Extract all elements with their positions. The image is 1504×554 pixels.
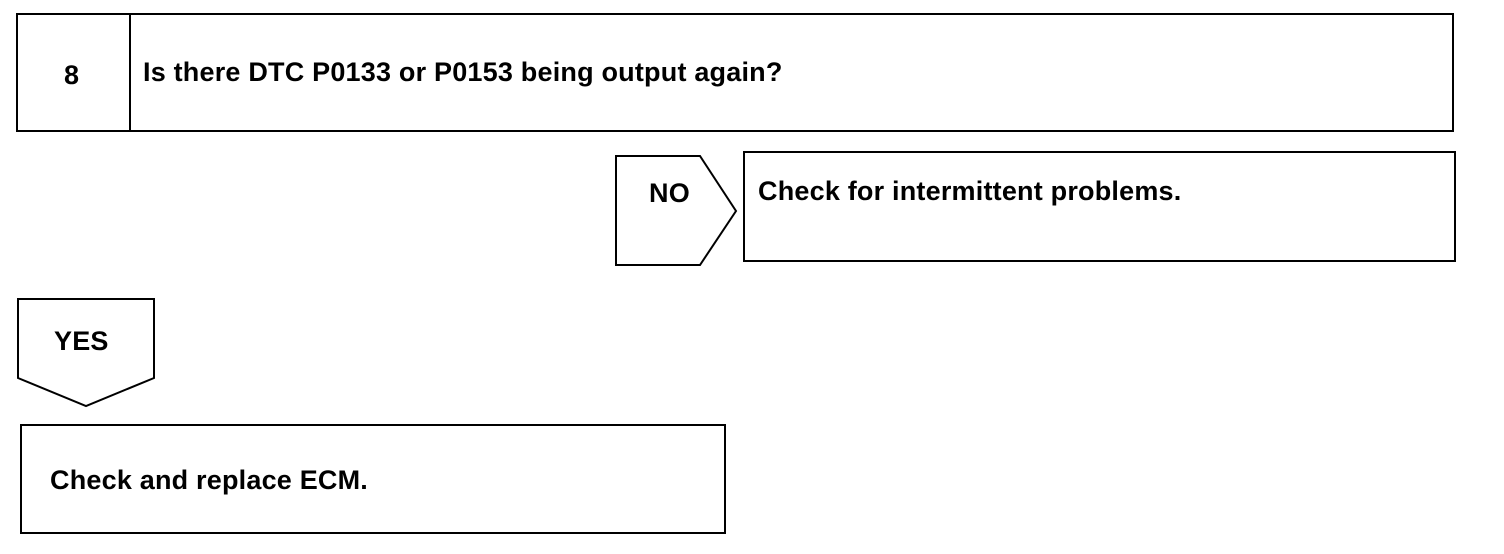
yes-result-text: Check and replace ECM. xyxy=(50,465,369,495)
yes-result-box xyxy=(20,424,726,534)
step-header-box xyxy=(16,13,1454,132)
step-number-cell xyxy=(16,13,131,132)
yes-label: YES xyxy=(54,326,109,356)
no-result-text: Check for intermittent problems. xyxy=(758,176,1182,206)
step-question: Is there DTC P0133 or P0153 being output… xyxy=(143,57,783,87)
no-arrow-tag xyxy=(615,155,738,266)
yes-arrow-tag xyxy=(17,298,155,408)
step-number: 8 xyxy=(64,60,80,90)
no-result-box xyxy=(743,151,1456,262)
no-label: NO xyxy=(649,178,690,208)
